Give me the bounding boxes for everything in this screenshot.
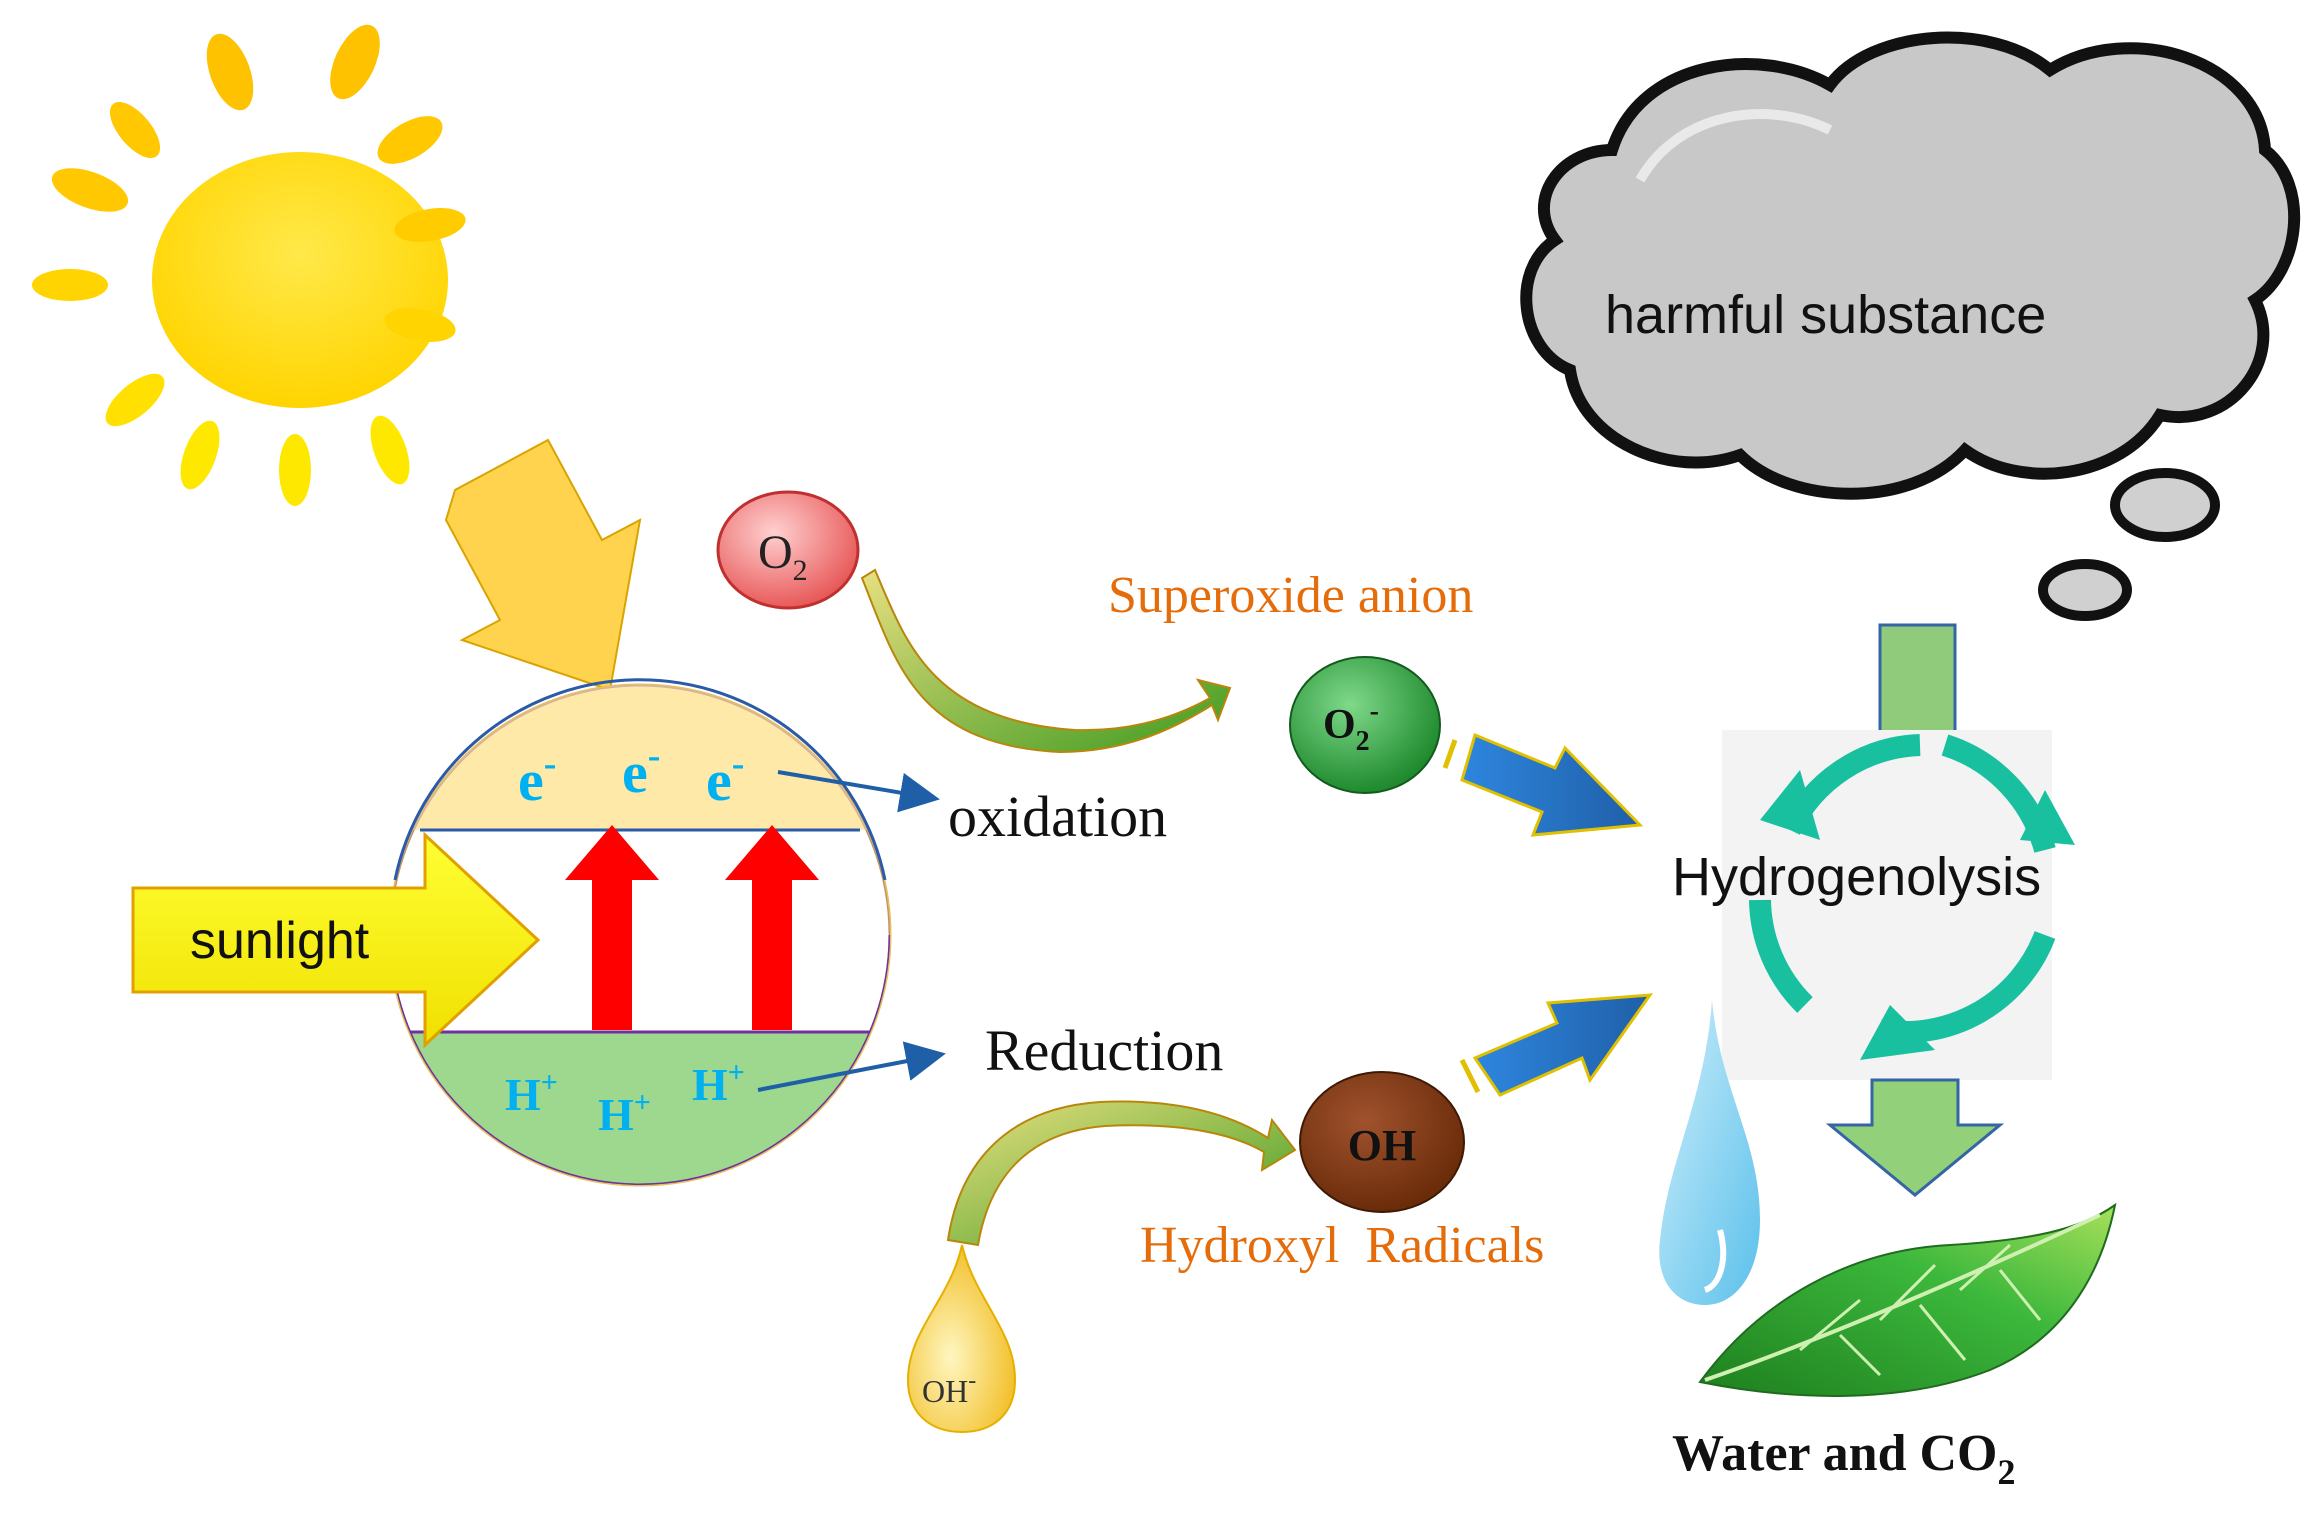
- superoxide-radical: O2-: [1289, 656, 1441, 794]
- harmful-substance-label: harmful substance: [1605, 285, 2046, 345]
- sun-icon: [32, 24, 466, 506]
- harmful-substance-cloud-icon: harmful substance: [1520, 31, 2301, 621]
- hydrogenolysis-label: Hydrogenolysis: [1672, 847, 2041, 907]
- reduction-pointer-arrow: [757, 1041, 946, 1092]
- sunlight-arrow: sunlight: [131, 831, 541, 1049]
- band-pointer-arrows: [757, 770, 946, 1092]
- holes: H+ H+ H+: [505, 1056, 745, 1140]
- electrons: e- e- e-: [518, 735, 744, 813]
- red-arrow-2: [725, 825, 819, 1030]
- excitation-arrows: [565, 825, 819, 1030]
- hydroxide-drop-icon: OH-: [906, 1244, 1017, 1434]
- hydroxide-to-radical-arrow-icon: [946, 1100, 1297, 1247]
- svg-text:O2-: O2-: [1323, 696, 1379, 757]
- recycle-arrowheads: [1760, 770, 2075, 1060]
- svg-text:O2: O2: [758, 526, 808, 587]
- sunlight-down-arrow-icon: [444, 438, 642, 692]
- proton-3: H+: [692, 1056, 745, 1110]
- red-arrow-1: [565, 825, 659, 1030]
- electron-3: e-: [706, 743, 744, 813]
- proton-1: H+: [505, 1066, 558, 1120]
- superoxide-anion-label: Superoxide anion: [1108, 567, 1473, 624]
- oxygen-molecule: O2: [716, 490, 860, 610]
- hydroxyl-to-cycle-arrow-icon: [1459, 993, 1654, 1097]
- hydroxyl-radicals-label: Hydroxyl Radicals: [1140, 1217, 1544, 1274]
- water-and-co2-label: Water and CO2: [1672, 1425, 2016, 1492]
- sunlight-label: sunlight: [190, 912, 370, 970]
- leaf-icon: [1698, 1202, 2117, 1397]
- svg-text:OH-: OH-: [922, 1368, 976, 1409]
- oxidation-pointer-arrow: [777, 770, 940, 813]
- proton-2: H+: [598, 1086, 651, 1140]
- oxidation-label: oxidation: [948, 784, 1167, 849]
- svg-text:OH: OH: [1348, 1121, 1416, 1170]
- o2-to-superoxide-arrow-icon: [860, 568, 1232, 754]
- water-drop-icon: [1659, 1000, 1760, 1305]
- electron-1: e-: [518, 743, 556, 813]
- hydroxyl-radical: OH: [1299, 1071, 1465, 1213]
- reduction-label: Reduction: [985, 1018, 1223, 1083]
- cycle-to-leaf-arrow-icon: [1825, 1078, 2005, 1197]
- superoxide-to-cycle-arrow-icon: [1442, 732, 1644, 837]
- electron-2: e-: [622, 735, 660, 805]
